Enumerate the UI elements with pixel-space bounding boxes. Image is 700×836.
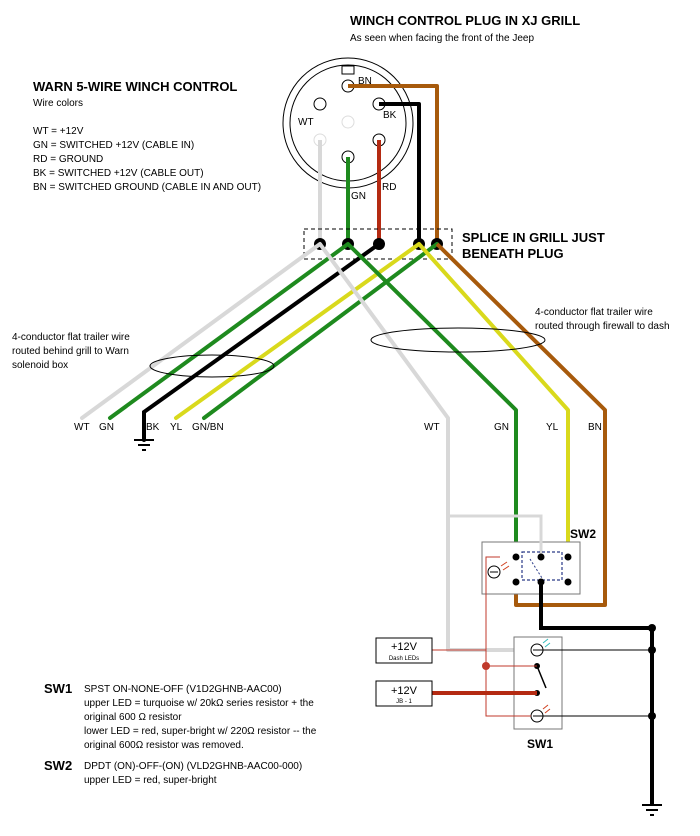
sw2-switch xyxy=(448,514,581,595)
sw1-switch xyxy=(513,636,563,730)
svg-text:+12V: +12V xyxy=(391,685,418,697)
splice-label: BENEATH PLUG xyxy=(462,246,564,261)
pin-label-bk: BK xyxy=(383,110,397,121)
svg-text:JB - 1: JB - 1 xyxy=(396,699,412,705)
right-cable-wires xyxy=(318,242,607,652)
left-wire-label: GN/BN xyxy=(192,422,224,433)
legend-subtitle: Wire colors xyxy=(33,98,83,109)
right-cable-note: 4-conductor flat trailer wire xyxy=(535,307,653,318)
switch-note-line: original 600 Ω resistor xyxy=(84,712,182,723)
sw2-label: SW2 xyxy=(570,527,596,541)
led-emission-icon xyxy=(542,638,551,648)
wire-bk-plug xyxy=(379,102,421,244)
plug-subtitle: As seen when facing the front of the Jee… xyxy=(350,33,534,44)
legend-line: BK = SWITCHED +12V (CABLE OUT) xyxy=(33,168,204,179)
ground-symbol-right xyxy=(642,804,662,816)
pin-label-gn: GN xyxy=(351,191,366,202)
wire-left-gn xyxy=(108,242,350,420)
power-box-jb1: +12V JB - 1 xyxy=(375,680,433,707)
right-wire-label: WT xyxy=(424,422,440,433)
pin-empty xyxy=(313,97,327,111)
switch-note-line: SPST ON-NONE-OFF (V1D2GHNB-AAC00) xyxy=(84,684,282,695)
wire-left-wt xyxy=(80,242,322,420)
wire-right-bn xyxy=(435,242,607,607)
legend-line: BN = SWITCHED GROUND (CABLE IN AND OUT) xyxy=(33,182,261,193)
wire-right-gn xyxy=(346,242,518,557)
winch-plug: BN BK WT GN RD xyxy=(282,57,414,202)
sw1-label: SW1 xyxy=(527,737,553,751)
wire-right-wt xyxy=(318,242,540,652)
led-emission-icon xyxy=(500,561,510,571)
switch-note-tag: SW2 xyxy=(44,758,72,773)
switch-note-tag: SW1 xyxy=(44,681,72,696)
legend-title: WARN 5-WIRE WINCH CONTROL xyxy=(33,79,237,94)
right-wire-label: GN xyxy=(494,422,509,433)
plug-title: WINCH CONTROL PLUG IN XJ GRILL xyxy=(350,13,580,28)
splice-label: SPLICE IN GRILL JUST xyxy=(462,230,605,245)
left-cable-note: routed behind grill to Warn xyxy=(12,346,129,357)
power-box-dash-leds: +12V Dash LEDs xyxy=(375,637,433,664)
svg-text:+12V: +12V xyxy=(391,641,418,653)
pin-label-bn: BN xyxy=(358,76,372,87)
wire-bn-plug xyxy=(348,84,439,244)
legend-line: WT = +12V xyxy=(33,126,84,137)
left-cable-note: 4-conductor flat trailer wire xyxy=(12,332,130,343)
left-wire-label: BK xyxy=(146,422,160,433)
wire-right-yl xyxy=(417,242,570,557)
left-wire-label: WT xyxy=(74,422,90,433)
switch-note-line: original 600Ω resistor was removed. xyxy=(84,740,244,751)
pin-center xyxy=(341,115,355,129)
switch-note-line: upper LED = turquoise w/ 20kΩ series res… xyxy=(84,698,314,709)
wire-left-gnbn xyxy=(202,242,439,420)
legend-line: GN = SWITCHED +12V (CABLE IN) xyxy=(33,140,194,151)
left-cable-wires xyxy=(80,242,439,442)
pin-label-wt: WT xyxy=(298,117,314,128)
junction-dots xyxy=(482,624,656,720)
right-wire-label: BN xyxy=(588,422,602,433)
wire-left-bk xyxy=(142,242,381,442)
led-emission-icon xyxy=(542,704,551,714)
switch-note-line: DPDT (ON)-OFF-(ON) (VLD2GHNB-AAC00-000) xyxy=(84,761,302,772)
right-wire-label: YL xyxy=(546,422,559,433)
legend-line: RD = GROUND xyxy=(33,154,103,165)
left-wire-label: GN xyxy=(99,422,114,433)
left-cable-note: solenoid box xyxy=(12,360,68,371)
left-cable-bundle xyxy=(149,354,275,378)
svg-text:Dash LEDs: Dash LEDs xyxy=(389,656,419,662)
pin-label-rd: RD xyxy=(382,182,396,193)
ground-symbol-left xyxy=(134,439,154,451)
right-cable-bundle xyxy=(370,327,546,353)
switch-note-line: lower LED = red, super-bright w/ 220Ω re… xyxy=(84,726,317,737)
switch-note-line: upper LED = red, super-bright xyxy=(84,775,217,786)
splice-box xyxy=(303,228,453,260)
right-cable-note: routed through firewall to dash xyxy=(535,321,670,332)
sw1-signal-wires xyxy=(432,556,652,717)
left-wire-label: YL xyxy=(170,422,183,433)
